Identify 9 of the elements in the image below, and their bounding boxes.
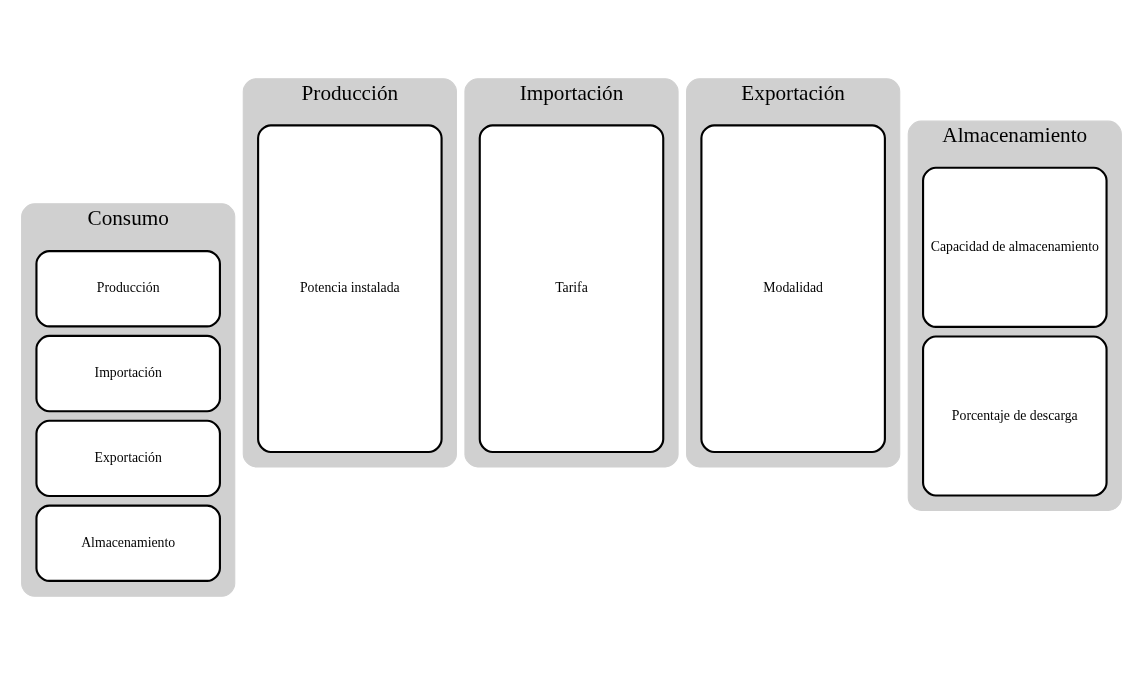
- node-box: Almacenamiento: [35, 504, 221, 582]
- node-box: Producción: [35, 250, 221, 328]
- node-box: Potencia instalada: [257, 124, 443, 454]
- node-box: Capacidad de almacenamiento: [922, 166, 1108, 328]
- node-box: Tarifa: [478, 124, 665, 454]
- node-box: Importación: [35, 334, 221, 413]
- node-box: Porcentaje de descarga: [922, 335, 1108, 497]
- node-box: Modalidad: [700, 124, 886, 454]
- node-box: Exportación: [35, 419, 221, 498]
